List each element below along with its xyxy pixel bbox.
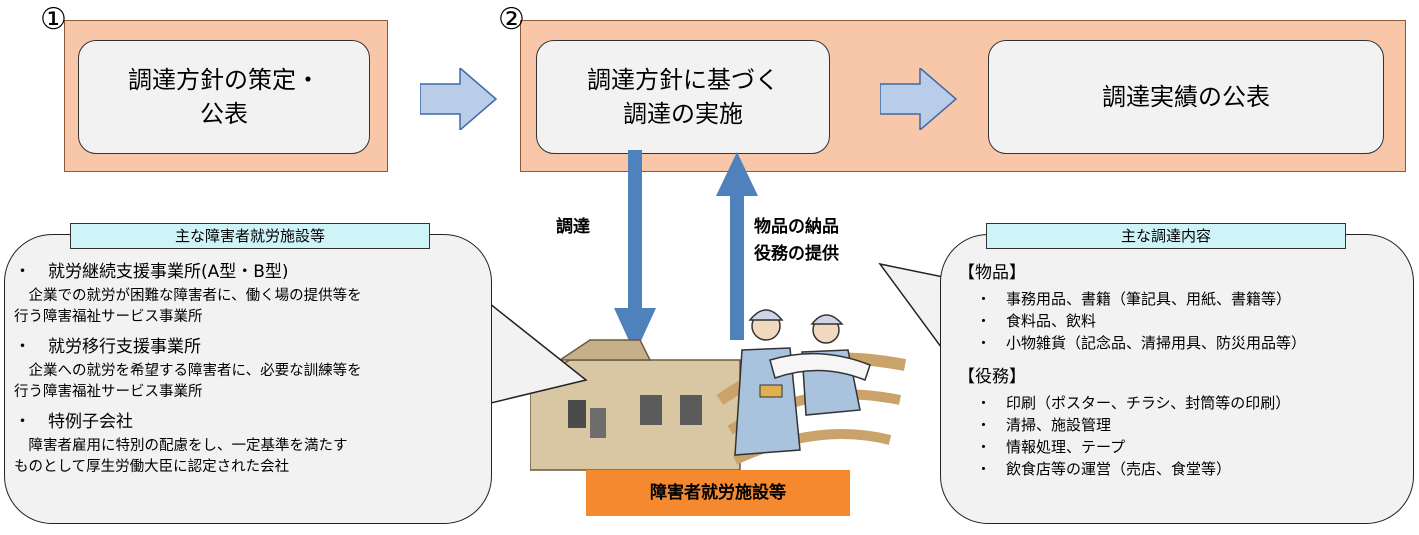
facility-type-name: ・ 就労移行支援事業所 bbox=[14, 337, 201, 357]
right-bubble-tag: 主な調達内容 bbox=[986, 223, 1346, 249]
procurement-label: 調達 bbox=[556, 217, 590, 237]
facility-type-desc: 障害者雇用に特別の配慮をし、一定基準を満たす bbox=[14, 438, 348, 454]
services-item: ・ 情報処理、テープ bbox=[976, 438, 1126, 456]
right-bubble-title: 主な調達内容 bbox=[1120, 227, 1211, 245]
left-bubble bbox=[4, 234, 492, 524]
right-arrow-2 bbox=[880, 68, 958, 130]
delivery-label: 物品の納品 役務の提供 bbox=[754, 217, 839, 264]
services-heading: 【役務】 bbox=[958, 367, 1026, 387]
facility-type-name: ・ 就労継続支援事業所(A型・B型) bbox=[14, 262, 289, 282]
step3-label: 調達実績の公表 bbox=[1102, 83, 1270, 111]
step2-box: 調達方針に基づく 調達の実施 bbox=[536, 40, 830, 154]
step1-box: 調達方針の策定・ 公表 bbox=[78, 40, 370, 154]
goods-item: ・ 事務用品、書籍（筆記具、用紙、書籍等） bbox=[976, 290, 1292, 308]
step2-number: ② bbox=[498, 2, 525, 37]
services-item: ・ 印刷（ポスター、チラシ、封筒等の印刷） bbox=[976, 394, 1291, 412]
facility-type-name: ・ 特例子会社 bbox=[14, 412, 133, 432]
goods-heading: 【物品】 bbox=[958, 263, 1026, 283]
facility-type-item: ・ 就労移行支援事業所 企業への就労を希望する障害者に、必要な訓練等を 行う障害… bbox=[14, 337, 484, 403]
step3-box: 調達実績の公表 bbox=[988, 40, 1384, 154]
right-arrow-1 bbox=[420, 68, 498, 130]
step2-label: 調達方針に基づく 調達の実施 bbox=[587, 66, 779, 128]
right-bubble bbox=[940, 234, 1414, 524]
facility-type-desc: ものとして厚生労働大臣に認定された会社 bbox=[14, 459, 290, 475]
left-bubble-title: 主な障害者就労施設等 bbox=[174, 227, 325, 245]
left-bubble-tag: 主な障害者就労施設等 bbox=[70, 223, 430, 249]
facility-type-desc: 企業への就労を希望する障害者に、必要な訓練等を bbox=[14, 363, 362, 379]
procurement-content-list: 【物品】 ・ 事務用品、書籍（筆記具、用紙、書籍等） ・ 食料品、飲料 ・ 小物… bbox=[958, 260, 1408, 480]
goods-item: ・ 小物雑貨（記念品、清掃用具、防災用品等） bbox=[976, 334, 1307, 352]
services-item: ・ 飲食店等の運営（売店、食堂等） bbox=[976, 460, 1232, 478]
up-arrow bbox=[716, 152, 758, 340]
facility-type-item: ・ 就労継続支援事業所(A型・B型) 企業での就労が困難な障害者に、働く場の提供… bbox=[14, 262, 484, 328]
services-item: ・ 清掃、施設管理 bbox=[976, 416, 1112, 434]
step1-label: 調達方針の策定・ 公表 bbox=[128, 66, 320, 128]
facility-illustration bbox=[530, 309, 907, 471]
facility-type-desc: 行う障害福祉サービス事業所 bbox=[14, 309, 203, 325]
facility-type-desc: 行う障害福祉サービス事業所 bbox=[14, 384, 203, 400]
facility-type-item: ・ 特例子会社 障害者雇用に特別の配慮をし、一定基準を満たす ものとして厚生労働… bbox=[14, 412, 484, 478]
facility-type-desc: 企業での就労が困難な障害者に、働く場の提供等を bbox=[14, 288, 362, 304]
facility-label: 障害者就労施設等 bbox=[650, 483, 786, 503]
goods-item: ・ 食料品、飲料 bbox=[976, 312, 1097, 330]
facility-type-list: ・ 就労継続支援事業所(A型・B型) 企業での就労が困難な障害者に、働く場の提供… bbox=[14, 262, 484, 478]
step1-number: ① bbox=[40, 2, 67, 37]
facility-label-box: 障害者就労施設等 bbox=[586, 470, 850, 516]
down-arrow bbox=[614, 150, 656, 354]
